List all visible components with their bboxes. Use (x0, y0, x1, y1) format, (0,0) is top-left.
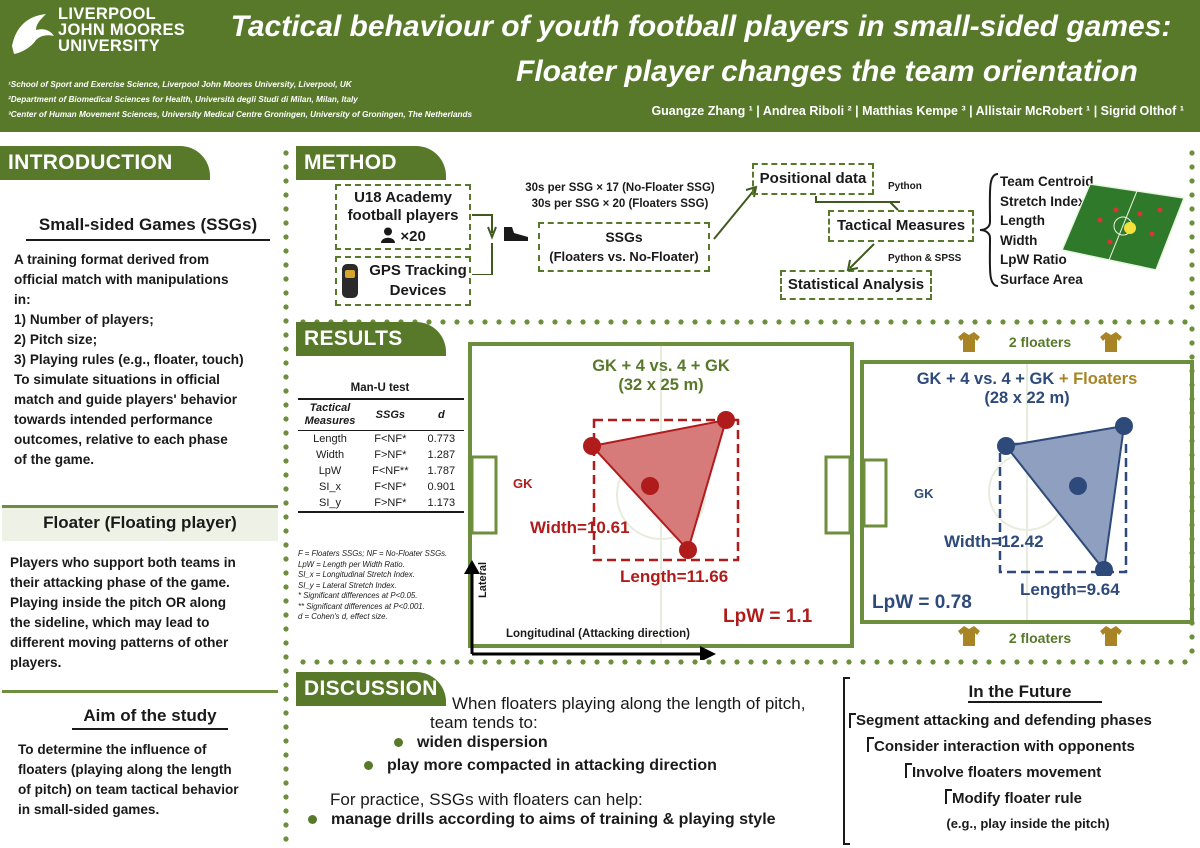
measures-list: Team Centroid Stretch Index Length Width… (1000, 174, 1094, 287)
affiliation-1: ¹School of Sport and Exercise Science, L… (8, 80, 352, 89)
aim-description: To determine the influence of floaters (… (18, 742, 239, 817)
discussion-bullet-1: widen dispersion (394, 734, 548, 752)
author-list: Guangze Zhang ¹ | Andrea Riboli ² | Matt… (651, 104, 1184, 118)
statistical-analysis-box: Statistical Analysis (780, 270, 932, 300)
future-item-2: Consider interaction with opponents (874, 738, 1135, 755)
measures-brace-icon (979, 173, 999, 287)
ssg-duration-floaters: 30s per SSG × 20 (Floaters SSG) (531, 198, 709, 210)
method-bottom-dots (296, 318, 1196, 326)
poster-title-line2: Floater player changes the team orientat… (516, 55, 1138, 88)
team-shape-blue (997, 417, 1133, 576)
discussion-bullet-2: play more compacted in attacking directi… (364, 757, 717, 775)
pitch-no-floater-title: GK + 4 vs. 4 + GK (32 x 25 m) (592, 357, 730, 394)
width-label-blue: Width=12.42 (944, 532, 1044, 551)
bullet-icon (364, 761, 373, 771)
analysis-flow-arrows (815, 196, 900, 272)
football-boot-icon (504, 227, 528, 241)
university-logo-text: LIVERPOOL JOHN MOORES UNIVERSITY (58, 5, 186, 55)
results-banner: RESULTS (296, 322, 446, 356)
future-bracket-lines (843, 677, 1102, 845)
university-bird-logo-icon (12, 14, 54, 54)
floater-heading: Floater (Floating player) (43, 513, 237, 532)
shirt-icon (1100, 626, 1122, 646)
floaters-top-label: 2 floaters (1008, 334, 1072, 350)
shirt-icon (958, 332, 980, 352)
discussion-lead-line2: team tends to: (430, 713, 538, 732)
width-label-red: Width=10.61 (530, 518, 630, 537)
pitch-floaters-title: GK + 4 vs. 4 + GK + Floaters (28 x 22 m) (916, 370, 1138, 407)
practice-bullet: manage drills according to aims of train… (308, 811, 776, 829)
axis-longitudinal-label: Longitudinal (Attacking direction) (506, 628, 690, 640)
aim-heading-box (2, 690, 278, 726)
future-item-4: Modify floater rule (952, 790, 1083, 807)
aim-heading: Aim of the study (72, 706, 228, 730)
table-header-measures: Tactical Measures (304, 402, 356, 427)
bullet-icon (308, 815, 317, 825)
shirt-icon (1100, 332, 1122, 352)
introduction-banner: INTRODUCTION (0, 146, 210, 180)
gps-box: GPS Tracking Devices (335, 256, 471, 306)
floater-heading-box (2, 505, 278, 541)
lpw-label-red: LpW = 1.1 (723, 606, 813, 627)
person-icon (381, 227, 396, 243)
future-item-1: Segment attacking and defending phases (856, 712, 1152, 729)
practice-line: For practice, SSGs with floaters can hel… (330, 790, 643, 809)
method-connector-arrows (472, 185, 758, 275)
poster-title-line1: Tactical behaviour of youth football pla… (230, 10, 1172, 43)
results-bottom-dots (296, 658, 1196, 666)
tactical-measures-box: Tactical Measures (828, 210, 974, 242)
results-right-dots (1188, 322, 1196, 658)
ssgs-box: SSGs (Floaters vs. No-Floater) (538, 222, 710, 272)
affiliation-3: ³Center of Human Movement Sciences, Univ… (8, 110, 473, 119)
gk-label-red: GK (513, 476, 533, 491)
method-banner: METHOD (296, 146, 446, 180)
python-label: Python (888, 181, 922, 192)
python-spss-label: Python & SPSS (888, 253, 962, 264)
ssg-heading: Small-sided Games (SSGs) (26, 215, 270, 241)
table-header-d: d (437, 409, 445, 421)
floaters-bottom-label: 2 floaters (1008, 630, 1072, 646)
header-banner (0, 0, 1200, 132)
discussion-lead-line1: When floaters playing along the length o… (452, 694, 806, 713)
gk-label-blue: GK (914, 486, 934, 501)
pitch-tracking-illustration (1060, 183, 1186, 271)
table-notes: F = Floaters SSGs; NF = No-Floater SSGs.… (298, 549, 448, 621)
participants-box: U18 Academy football players ×20 (335, 184, 471, 250)
affiliation-2: ²Department of Biomedical Sciences for H… (8, 95, 358, 104)
ssg-duration-no-floater: 30s per SSG × 17 (No-Floater SSG) (525, 182, 715, 194)
gps-device-icon (342, 264, 358, 298)
axis-arrows (464, 560, 716, 660)
method-right-dots (1188, 146, 1196, 316)
length-label-blue: Length=9.64 (1020, 580, 1120, 599)
bullet-icon (394, 738, 403, 748)
axis-lateral-label: Lateral (477, 561, 489, 598)
positional-data-box: Positional data (752, 163, 874, 195)
future-item-3: Involve floaters movement (912, 764, 1102, 781)
discussion-banner: DISCUSSION (296, 672, 446, 706)
shirt-icon (958, 626, 980, 646)
floater-description: Players who support both teams in their … (10, 555, 236, 670)
lpw-label-blue: LpW = 0.78 (872, 592, 972, 613)
table-header-ssgs: SSGs (375, 409, 405, 421)
future-subtext: (e.g., play inside the pitch) (946, 816, 1110, 831)
team-shape-red (583, 411, 740, 562)
table-title: Man-U test (350, 382, 410, 394)
length-label-red: Length=11.66 (620, 567, 729, 586)
ssg-description: A training format derived from official … (14, 252, 244, 467)
intro-divider-dots (282, 146, 290, 846)
future-heading: In the Future (968, 682, 1072, 701)
